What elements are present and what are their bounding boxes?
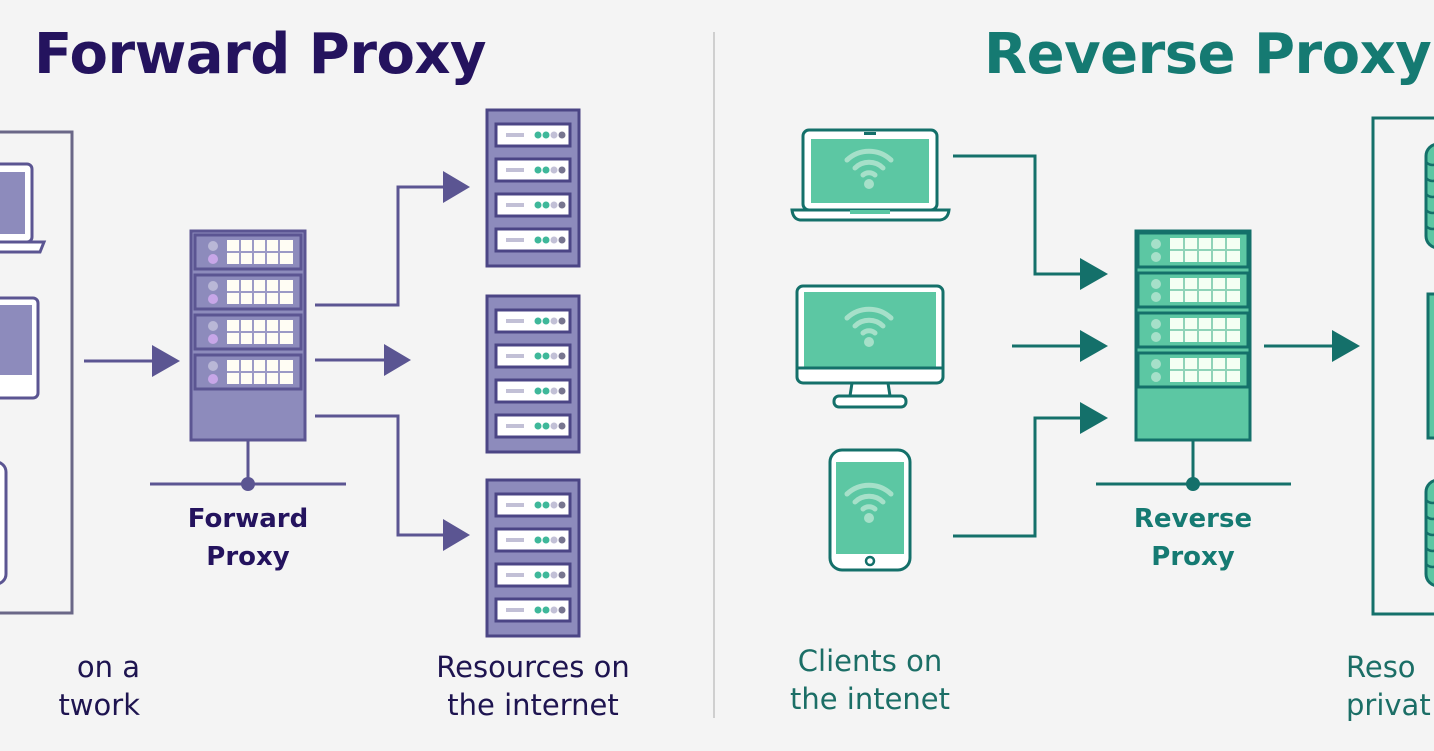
forward-clients-caption: on a twork — [0, 648, 140, 724]
private-network-boundary — [1371, 116, 1434, 616]
forward-proxy-node-label-line1: Forward — [187, 504, 309, 534]
forward-proxy-title: Forward Proxy — [34, 22, 487, 87]
reverse-resources-caption: Reso privat — [1346, 648, 1434, 724]
server-rack-icon — [487, 480, 579, 636]
server-icon — [1426, 292, 1434, 440]
reverse-resources-caption-line1: Reso — [1346, 650, 1416, 684]
desktop-icon — [795, 284, 945, 409]
reverse-proxy-node-label-line1: Reverse — [1133, 504, 1253, 534]
forward-resources-caption: Resources on the internet — [402, 648, 664, 724]
reverse-clients-caption: Clients on the intenet — [760, 642, 980, 718]
forward-resources-caption-line2: the internet — [447, 688, 619, 722]
reverse-proxy-node-label: Reverse Proxy — [1093, 500, 1293, 576]
server-rack-icon — [487, 110, 579, 266]
laptop-icon — [790, 128, 951, 222]
tablet-icon — [0, 461, 8, 585]
forward-proxy-server-icon — [150, 229, 346, 491]
forward-clients-caption-line2: twork — [58, 688, 140, 722]
reverse-proxy-node-label-line2: Proxy — [1151, 542, 1235, 572]
reverse-clients-caption-line2: the intenet — [789, 682, 951, 716]
arrow-forward-to-resource-1 — [315, 171, 470, 307]
arrow-tablet-to-reverse-proxy — [953, 402, 1108, 538]
server-rack-icon — [487, 296, 579, 452]
arrow-forward-to-resource-2 — [315, 344, 411, 376]
arrow-desktop-to-reverse-proxy — [1012, 330, 1108, 362]
database-icon — [1424, 479, 1434, 587]
arrow-clients-to-forward-proxy — [84, 345, 180, 377]
reverse-proxy-title: Reverse Proxy — [984, 22, 1432, 87]
forward-clients-caption-line1: on a — [76, 650, 140, 684]
laptop-icon — [0, 162, 47, 254]
forward-resources-caption-line1: Resources on — [436, 650, 630, 684]
database-icon — [1424, 143, 1434, 249]
arrow-forward-to-resource-3 — [315, 414, 470, 551]
forward-proxy-node-label-line2: Proxy — [206, 542, 290, 572]
private-network-boundary — [0, 130, 74, 615]
section-divider — [713, 32, 715, 718]
arrow-reverse-proxy-to-resources — [1264, 330, 1360, 362]
arrow-laptop-to-reverse-proxy — [953, 154, 1108, 290]
reverse-proxy-server-icon — [1096, 229, 1291, 491]
forward-proxy-node-label: Forward Proxy — [148, 500, 348, 576]
reverse-resources-caption-line2: privat — [1346, 688, 1431, 722]
reverse-clients-caption-line1: Clients on — [797, 644, 943, 678]
desktop-icon — [0, 296, 40, 400]
tablet-icon — [828, 448, 912, 572]
